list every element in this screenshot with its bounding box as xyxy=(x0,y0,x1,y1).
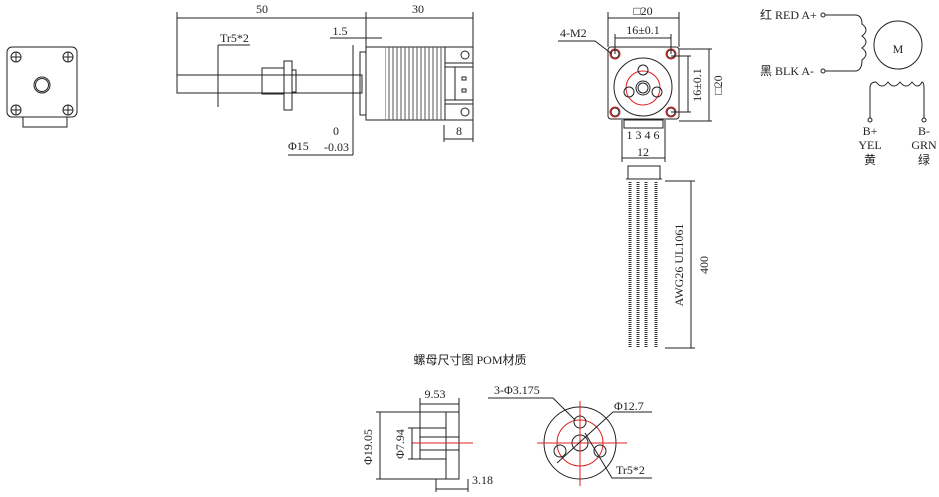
screw-icon xyxy=(62,104,74,116)
wire-b-plus: B+ xyxy=(863,124,878,138)
motor-back-view xyxy=(6,46,78,128)
nut-holes: 3-Φ3.175 xyxy=(494,383,540,397)
screw-icon xyxy=(10,51,22,63)
screw-icon xyxy=(10,104,22,116)
nut-length: 9.53 xyxy=(425,387,446,401)
motor-icon xyxy=(873,20,923,70)
nut-thread: Tr5*2 xyxy=(616,463,645,477)
hole-spacing-v-label: 16±0.1 xyxy=(690,68,704,102)
cable-spec: AWG26 UL1061 xyxy=(672,224,686,307)
nut-flange: 3.18 xyxy=(472,473,493,487)
motor-side-view: 50 30 1.5 Tr5*2 Φ15 0 -0.03 8 xyxy=(176,2,474,156)
square-v-label: □20 xyxy=(711,75,725,94)
wire-a-plus: 红 RED A+ xyxy=(760,7,817,22)
wire-b-plus-color: YEL xyxy=(858,138,881,152)
phi-label: Φ15 xyxy=(288,139,309,153)
square-label: □20 xyxy=(633,4,652,18)
wire-b-minus-cn: 绿 xyxy=(918,152,930,167)
dim-conn: 8 xyxy=(456,124,462,138)
wire-b-minus-color: GRN xyxy=(911,138,937,152)
wire-a-minus: 黑 BLK A- xyxy=(760,64,814,78)
cable: AWG26 UL1061 400 xyxy=(628,180,711,349)
nut-drawing: 螺母尺寸图 POM材质 9.53 Φ19.05 Φ7.94 3.18 3-Φ3.… xyxy=(361,353,652,492)
dim-step: 1.5 xyxy=(333,24,348,38)
nut-inner: Φ7.94 xyxy=(393,429,407,459)
pins-label: 1 3 4 6 xyxy=(627,128,660,142)
nut-outer: Φ19.05 xyxy=(361,429,375,465)
holes-label: 4-M2 xyxy=(560,26,587,40)
screw-icon xyxy=(62,51,74,63)
tol-lower: -0.03 xyxy=(324,140,349,154)
nut-title: 螺母尺寸图 POM材质 xyxy=(413,353,526,367)
nut-pcd: Φ12.7 xyxy=(614,399,644,413)
motor-front-view: □20 16±0.1 4-M2 □20 16±0.1 1 3 4 6 12 xyxy=(558,4,725,180)
wiring-diagram: 红 RED A+ 黑 BLK A- M B+ YEL 黄 B- GRN 绿 xyxy=(760,7,937,167)
conn-width-label: 12 xyxy=(637,145,649,159)
motor-symbol: M xyxy=(893,42,904,56)
tol-upper: 0 xyxy=(333,124,339,138)
thread-label: Tr5*2 xyxy=(220,31,249,45)
dim-motor: 30 xyxy=(412,2,424,16)
wire-b-minus: B- xyxy=(918,124,930,138)
dim-total: 50 xyxy=(256,2,268,16)
hole-spacing-label: 16±0.1 xyxy=(626,23,660,37)
cable-length: 400 xyxy=(697,256,711,274)
wire-b-plus-cn: 黄 xyxy=(864,153,876,167)
